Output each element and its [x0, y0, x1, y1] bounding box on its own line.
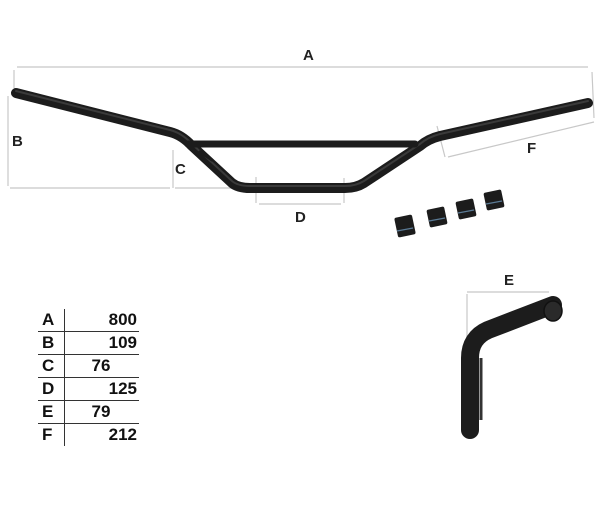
dimension-value: 212 [108, 425, 137, 444]
label-b: B [12, 133, 23, 150]
dimension-key: F [38, 423, 65, 446]
dimension-value: 125 [64, 377, 139, 401]
dimension-key: E [38, 400, 65, 424]
clamp-inserts [394, 189, 505, 238]
label-d: D [295, 209, 306, 226]
dimension-key: D [38, 377, 65, 401]
label-a: A [303, 47, 314, 64]
table-row: D 125 [38, 377, 139, 401]
dimension-key: C [38, 354, 65, 378]
label-e: E [504, 272, 515, 289]
table-row: F 212 [38, 423, 139, 446]
dimension-value: 79 [64, 400, 139, 424]
dimension-value: 109 [64, 331, 139, 355]
handlebar [11, 88, 593, 193]
table-row: A 800 [38, 309, 139, 332]
dimension-key: A [38, 309, 65, 332]
dimensions-table: A 800 B 109 C 76 D 125 E 79 F 212 [38, 309, 139, 446]
table-row: C 76 [38, 354, 139, 378]
label-f: F [527, 140, 537, 157]
dimension-key: B [38, 331, 65, 355]
dimension-value: 76 [64, 354, 139, 378]
table-row: B 109 [38, 331, 139, 355]
table-row: E 79 [38, 400, 139, 424]
dimension-value: 800 [64, 309, 139, 332]
label-c: C [175, 161, 186, 178]
side-view-bar [461, 296, 563, 439]
